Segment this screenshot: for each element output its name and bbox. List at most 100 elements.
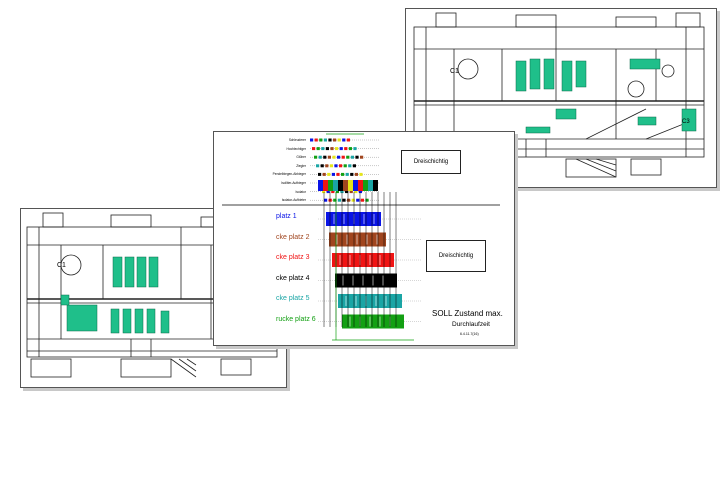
mixed-bar-segment-5 [343, 180, 348, 191]
top-row-marker-3-1 [320, 164, 324, 168]
station-label-3: cke platz 3 [276, 254, 310, 261]
station-label-1: platz 1 [276, 213, 297, 220]
top-row-marker-1-2 [321, 147, 325, 151]
plan-right-tag-2: C3 [682, 119, 690, 125]
mixed-bar-segment-2 [328, 180, 333, 191]
legend-box-top: Dreischichtig [401, 150, 461, 174]
top-row-marker-7-7 [356, 198, 360, 202]
mixed-bar-segment-7 [353, 180, 358, 191]
top-row-marker-0-3 [323, 138, 327, 142]
legend-box-bottom: Dreischichtig [426, 240, 486, 272]
station-bar-1 [326, 212, 381, 226]
top-row-marker-4-1 [322, 172, 326, 176]
flow-diagram-drawing [222, 133, 500, 341]
top-row-marker-4-6 [345, 172, 349, 176]
floor-plan-right-drawing: C1 C3 [413, 12, 705, 178]
top-row-marker-4-2 [327, 172, 331, 176]
top-row-marker-4-0 [318, 172, 322, 176]
top-label-6: Isolator [295, 189, 306, 194]
top-row-marker-6-5 [345, 190, 349, 194]
top-row-marker-6-8 [358, 190, 362, 194]
station-label-2: cke platz 2 [276, 233, 310, 241]
top-label-2: Glüher [296, 155, 306, 160]
top-row-marker-2-7 [346, 155, 350, 159]
top-row-marker-2-5 [337, 155, 341, 159]
top-row-marker-0-1 [314, 138, 318, 142]
top-row-marker-4-5 [341, 172, 345, 176]
top-row-marker-6-3 [335, 190, 339, 194]
top-label-7: Isolator-Aufbieter [281, 198, 306, 203]
top-row-marker-4-8 [354, 172, 358, 176]
legend-box-top-text: Dreischichtig [413, 159, 449, 165]
top-row-marker-6-6 [349, 190, 353, 194]
plan-left-tag: C1 [57, 262, 66, 269]
top-row-marker-2-2 [323, 155, 327, 159]
mixed-bar-segment-1 [323, 180, 328, 191]
top-row-marker-0-7 [342, 138, 346, 142]
soll-subtitle: Durchlaufzeit [452, 321, 490, 328]
top-label-4: Pendelbiegen-Abbieger [272, 172, 306, 177]
top-row-marker-6-1 [326, 190, 330, 194]
top-row-marker-3-3 [329, 164, 333, 168]
mixed-bar-segment-4 [338, 180, 343, 191]
legend-box-bottom-text: Dreischichtig [438, 253, 474, 259]
top-row-marker-1-9 [353, 147, 357, 151]
top-row-marker-2-4 [332, 155, 336, 159]
top-row-marker-7-2 [333, 198, 337, 202]
top-row-marker-2-1 [318, 155, 322, 159]
top-row-marker-7-4 [342, 198, 346, 202]
top-row-marker-7-6 [351, 198, 355, 202]
top-row-marker-6-0 [322, 190, 326, 194]
top-row-marker-7-3 [337, 198, 341, 202]
station-label-4: cke platz 4 [276, 274, 310, 282]
top-row-marker-0-8 [346, 138, 350, 142]
top-row-marker-3-5 [339, 164, 343, 168]
mixed-bar-segment-6 [348, 180, 353, 191]
top-row-marker-0-6 [337, 138, 341, 142]
top-row-marker-2-0 [314, 155, 318, 159]
top-row-marker-1-1 [316, 147, 320, 151]
top-row-marker-4-9 [359, 172, 363, 176]
soll-title: SOLL Zustand max. [432, 309, 503, 318]
mixed-bar-segment-8 [358, 180, 363, 191]
top-row-marker-7-0 [324, 198, 328, 202]
top-label-0: Schleuderer [288, 138, 306, 142]
top-row-marker-0-0 [310, 138, 314, 142]
top-row-marker-4-7 [350, 172, 354, 176]
top-row-marker-6-7 [354, 190, 358, 194]
top-row-marker-2-3 [327, 155, 331, 159]
station-bar-2 [329, 232, 386, 247]
mixed-bar-segment-9 [363, 180, 368, 191]
top-row-marker-0-5 [333, 138, 337, 142]
top-row-marker-2-6 [341, 155, 345, 159]
top-row-marker-1-7 [344, 147, 348, 151]
top-row-marker-3-2 [325, 164, 329, 168]
soll-date: 6.4.11.7(16) [460, 332, 479, 336]
top-label-1: Hochlechtiger [286, 146, 307, 151]
top-row-marker-3-0 [316, 164, 320, 168]
top-row-marker-1-5 [335, 147, 339, 151]
top-row-marker-0-2 [319, 138, 323, 142]
top-row-marker-7-9 [365, 198, 369, 202]
top-row-marker-3-7 [348, 164, 352, 168]
mixed-bar-segment-11 [373, 180, 378, 191]
station-bar-3 [332, 253, 394, 267]
station-label-6: rucke platz 6 [276, 315, 316, 323]
top-row-marker-2-10 [360, 155, 364, 159]
top-row-marker-4-3 [331, 172, 335, 176]
top-row-marker-1-8 [348, 147, 352, 151]
mixed-bar-segment-10 [368, 180, 373, 191]
top-row-marker-3-6 [343, 164, 347, 168]
top-row-marker-6-2 [331, 190, 335, 194]
top-row-marker-0-4 [328, 138, 332, 142]
top-label-5: Isolliter-Aufbieger [281, 181, 306, 185]
top-row-marker-2-9 [355, 155, 359, 159]
top-row-marker-1-3 [325, 147, 329, 151]
top-row-marker-3-4 [334, 164, 338, 168]
top-row-marker-7-8 [360, 198, 364, 202]
top-row-marker-1-4 [330, 147, 334, 151]
plan-right-tag: C1 [450, 68, 459, 75]
top-row-marker-1-6 [339, 147, 343, 151]
mixed-bar-segment-0 [318, 180, 323, 191]
station-bar-5 [338, 294, 402, 308]
